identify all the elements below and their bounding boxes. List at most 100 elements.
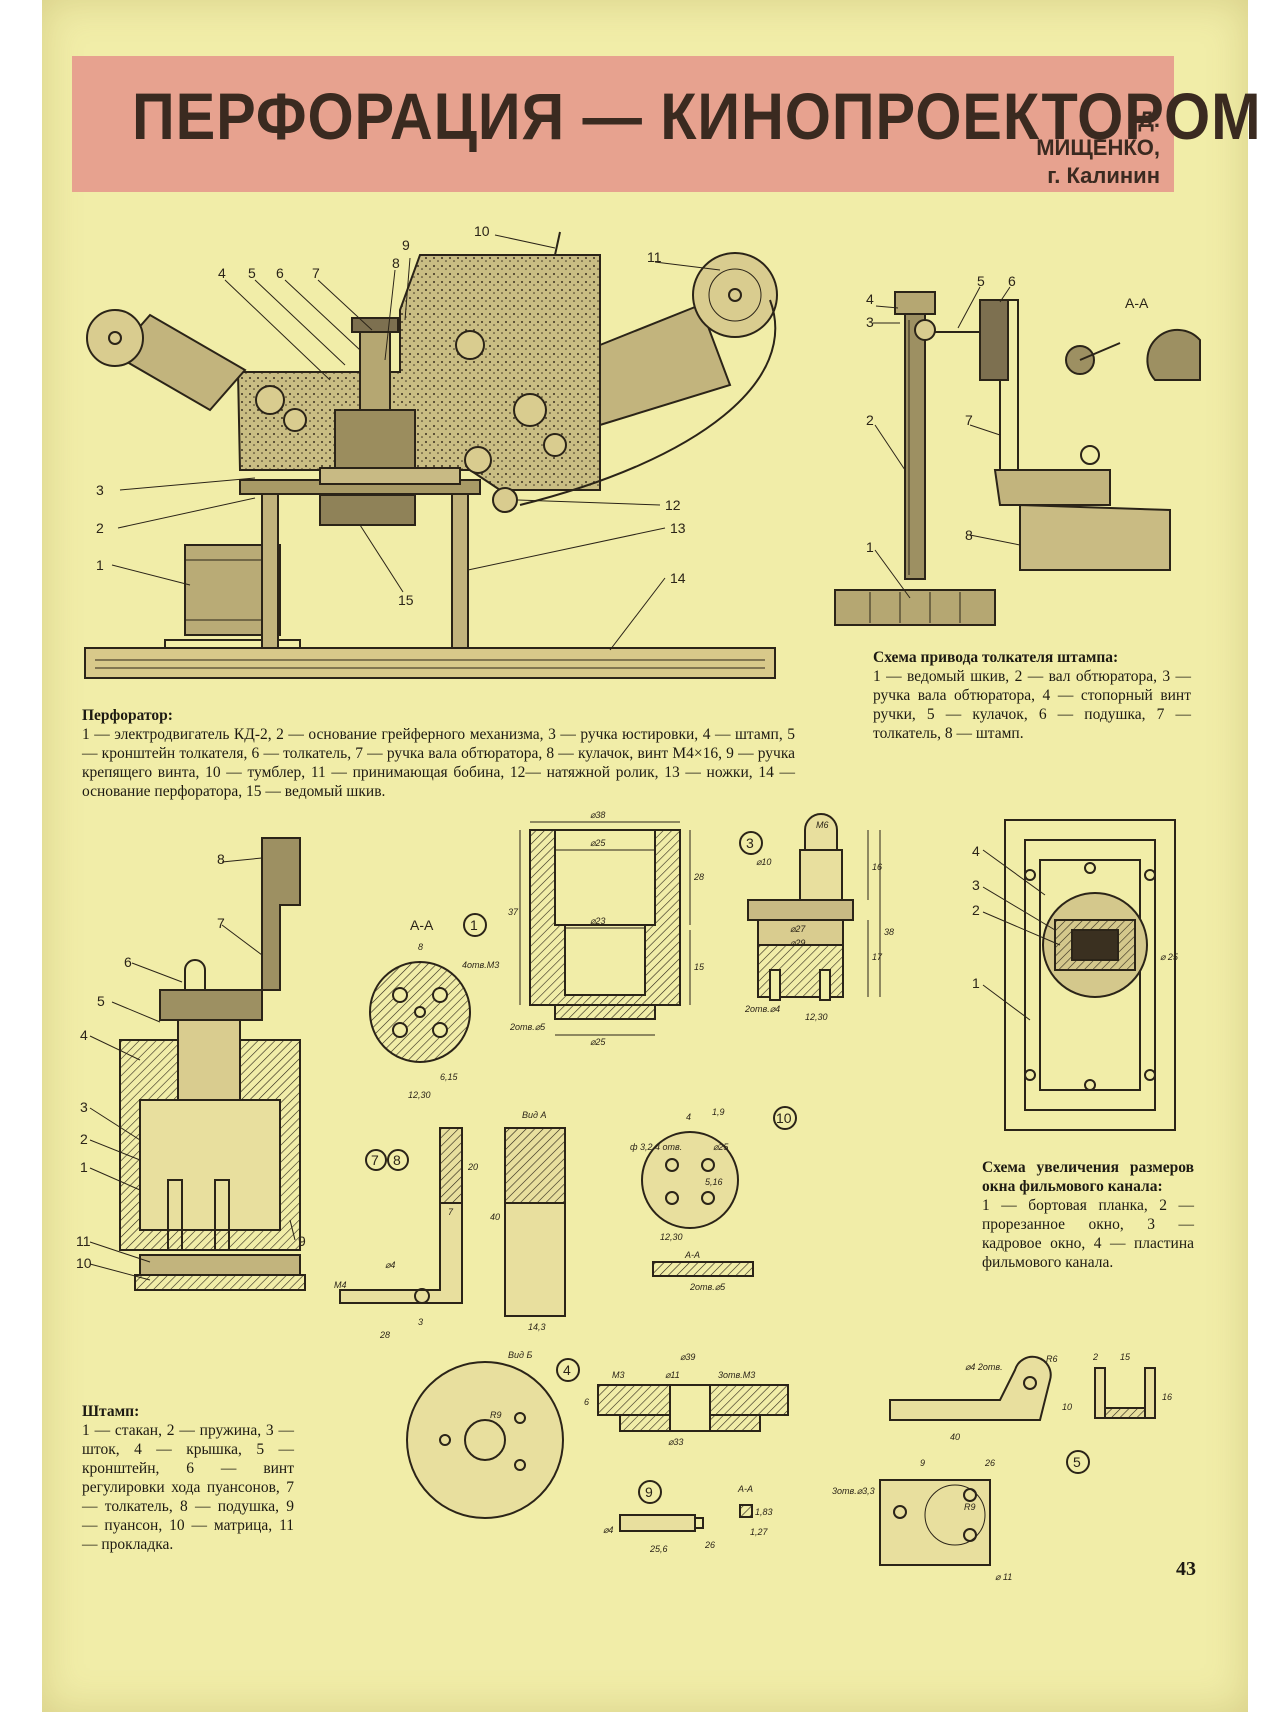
dim-p3-16: 16 [872, 862, 882, 872]
dim-p7-20: 20 [467, 1162, 478, 1172]
dim-holes: 2отв.⌀5 [509, 1022, 546, 1032]
part-number-9: 9 [645, 1484, 653, 1500]
dim-p5-10: 10 [1062, 1402, 1072, 1412]
caption-drive-heading: Схема привода толкателя штампа: [873, 649, 1119, 666]
view-a-label: Вид А [522, 1110, 547, 1120]
dim-p5-16: 16 [1162, 1392, 1172, 1402]
drive-label-1: 1 [866, 539, 874, 555]
caption-window-heading: Схема увеличения размеров окна фильмовог… [982, 1159, 1194, 1195]
drive-label-5: 5 [977, 273, 985, 289]
dim-p4-6: 6 [584, 1397, 589, 1407]
dim-p9-26: 26 [704, 1540, 715, 1550]
dim-p7-40: 40 [490, 1212, 500, 1222]
dim-d38: ⌀38 [590, 810, 605, 820]
dim-p10-516: 5,16 [705, 1177, 723, 1187]
caption-perforator-heading: Перфоратор: [82, 707, 173, 724]
dim-p5-r6: R6 [1046, 1354, 1058, 1364]
dim-p3-d29: ⌀29 [790, 938, 805, 948]
caption-stamp: Штамп: 1 — стакан, 2 — пружина, 3 — шток… [82, 1402, 294, 1554]
label-2: 2 [96, 520, 104, 536]
caption-window-text: 1 — бортовая планка, 2 — прорезанное окн… [982, 1197, 1194, 1271]
part-number-8: 8 [393, 1152, 401, 1168]
part-4-drawing: 4 Вид Б R9 ⌀39 М3 ⌀11 3отв.М3 ⌀33 6 [406, 1350, 789, 1519]
drive-section-label: А-А [1125, 295, 1149, 311]
label-14: 14 [670, 570, 686, 586]
stamp-label-10: 10 [76, 1255, 92, 1271]
part-10-drawing: 10 ф 3,2 4 отв. 4 1,9 ⌀25 5,16 12,30 2от… [630, 1106, 797, 1292]
window-label-3: 3 [972, 877, 980, 893]
dim-p7-3: 3 [418, 1317, 423, 1327]
dim-p1-1230: 12,30 [408, 1090, 431, 1100]
part-3-drawing: 3 М6 ⌀10 ⌀27 ⌀29 16 38 17 12,30 2отв.⌀4 [739, 813, 894, 1022]
drive-label-3: 3 [866, 314, 874, 330]
dim-p10-d25: ⌀25 [713, 1142, 729, 1152]
label-12: 12 [665, 497, 681, 513]
stamp-label-7: 7 [217, 915, 225, 931]
stamp-label-6: 6 [124, 954, 132, 970]
dim-p5-r9: R9 [964, 1502, 976, 1512]
stamp-label-3: 3 [80, 1099, 88, 1115]
dim-d23: ⌀23 [590, 916, 605, 926]
author-byline: Д. МИЩЕНКО, г. Калинин [1030, 106, 1160, 190]
dim-p3-d27: ⌀27 [790, 924, 806, 934]
dim-p7-143: 14,3 [528, 1322, 546, 1332]
label-11: 11 [647, 249, 662, 265]
part1-section-label: А-А [410, 917, 434, 933]
page-number: 43 [1176, 1558, 1196, 1580]
dim-p5-9: 9 [920, 1458, 925, 1468]
title-band [72, 56, 1174, 192]
drive-label-8: 8 [965, 527, 973, 543]
drive-label-4: 4 [866, 291, 874, 307]
label-13: 13 [670, 520, 686, 536]
part-9-drawing: 9 А-А ⌀4 25,6 26 1,83 1,27 [603, 1480, 773, 1554]
drive-label-2: 2 [866, 412, 874, 428]
dim-p7-7: 7 [448, 1207, 454, 1217]
part-number-5: 5 [1073, 1454, 1081, 1470]
part-number-4: 4 [563, 1362, 571, 1378]
author-city: г. Калинин [1047, 163, 1160, 188]
dim-p4-3m3: 3отв.М3 [718, 1370, 755, 1380]
caption-drive-text: 1 — ведомый шкив, 2 — вал обтюратора, 3 … [873, 668, 1191, 742]
dim-h37: 37 [508, 907, 519, 917]
dim-p4-d39: ⌀39 [680, 1352, 695, 1362]
dim-d25: ⌀25 [590, 838, 606, 848]
dim-p9-183: 1,83 [755, 1507, 773, 1517]
dim-p3-1230: 12,30 [805, 1012, 828, 1022]
perforator-drawing: 4 5 6 7 8 9 10 11 3 2 1 12 13 14 15 [84, 223, 778, 679]
label-10: 10 [474, 223, 490, 239]
dim-p3-m6: М6 [816, 820, 829, 830]
part-number-1: 1 [470, 917, 478, 933]
dim-p4-m3: М3 [612, 1370, 625, 1380]
dim-p5-2: 2 [1092, 1352, 1098, 1362]
part-1-drawing: ⌀38 ⌀25 ⌀23 ⌀25 37 28 15 2отв.⌀5 А-А 1 4… [369, 810, 705, 1100]
stamp-label-11: 11 [76, 1233, 91, 1249]
film-window-drawing: 4 3 2 1 ⌀ 25 [972, 819, 1179, 1131]
drive-label-6: 6 [1008, 273, 1016, 289]
label-15: 15 [398, 592, 414, 608]
stamp-label-2: 2 [80, 1131, 88, 1147]
dim-p10-4: 4 [686, 1112, 691, 1122]
dim-p4-d11: ⌀11 [665, 1370, 680, 1380]
dim-p5-d11: ⌀ 11 [995, 1572, 1012, 1582]
caption-perforator: Перфоратор: 1 — электродвигатель КД-2, 2… [82, 706, 795, 801]
label-1: 1 [96, 557, 104, 573]
stamp-label-9: 9 [298, 1233, 306, 1249]
author-name: Д. МИЩЕНКО, [1036, 107, 1160, 160]
part-number-10: 10 [776, 1110, 792, 1126]
window-label-4: 4 [972, 843, 980, 859]
part10-section-label: А-А [684, 1250, 700, 1260]
stamp-label-8: 8 [217, 851, 225, 867]
dim-p1-8: 8 [418, 942, 423, 952]
dim-4m3: 4отв.М3 [462, 960, 499, 970]
stamp-label-4: 4 [80, 1027, 88, 1043]
caption-perforator-text: 1 — электродвигатель КД-2, 2 — основание… [82, 726, 795, 800]
label-4: 4 [218, 265, 226, 281]
dim-p7-d4: ⌀4 [385, 1260, 395, 1270]
caption-drive: Схема привода толкателя штампа: 1 — ведо… [873, 648, 1191, 743]
caption-window: Схема увеличения размеров окна фильмовог… [982, 1158, 1194, 1272]
part-5-drawing: 5 ⌀4 2отв. R6 40 10 2 15 16 9 26 3отв.⌀3… [832, 1352, 1172, 1582]
dim-h28: 28 [693, 872, 704, 882]
caption-stamp-text: 1 — стакан, 2 — пружина, 3 — шток, 4 — к… [82, 1422, 294, 1553]
dim-p9-127: 1,27 [750, 1527, 769, 1537]
